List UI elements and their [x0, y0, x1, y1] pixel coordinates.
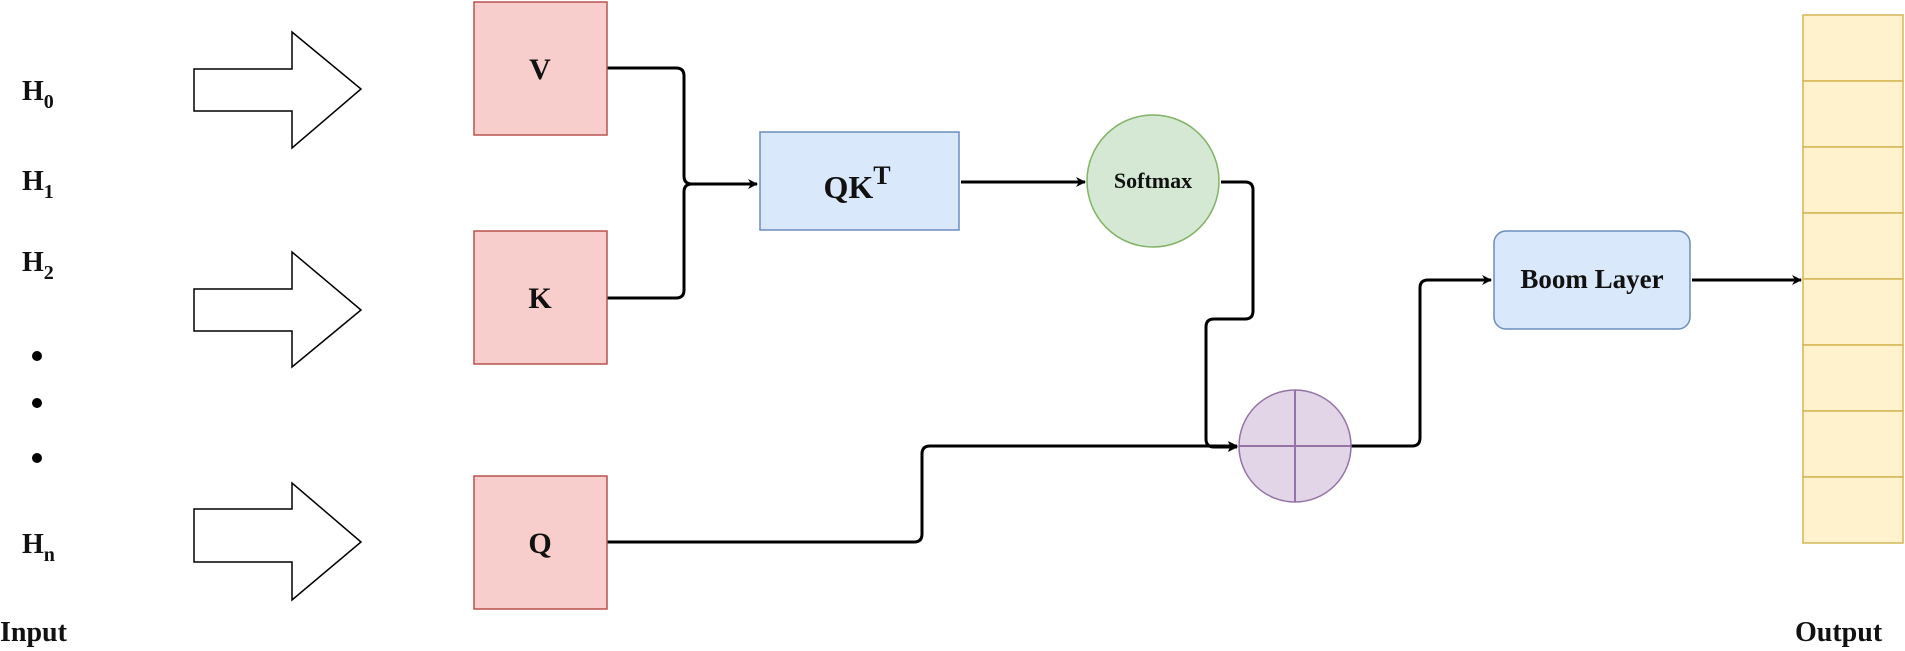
connector-v-to-qkt [607, 66, 758, 189]
key-node: K [473, 230, 608, 365]
ellipsis-dot [32, 398, 42, 408]
boom-layer-node: Boom Layer [1493, 230, 1691, 330]
softmax-node: Softmax [1086, 114, 1220, 248]
input-h0-label: H0 [22, 76, 54, 113]
output-cell [1802, 278, 1904, 346]
value-node: V [473, 1, 608, 136]
softmax-label: Softmax [1114, 168, 1192, 193]
output-cell [1802, 212, 1904, 280]
output-label: Output [1795, 617, 1883, 648]
connector-k-to-qkt [607, 182, 693, 300]
output-cell [1802, 476, 1904, 544]
softmax-circle [1086, 114, 1220, 248]
input-label: Input [0, 617, 68, 648]
boom-layer-box [1493, 230, 1691, 330]
query-box [473, 475, 608, 610]
input-arrow-icon [193, 250, 363, 369]
qkt-label: QKT [823, 161, 890, 205]
connector-softmax-to-sum [1204, 180, 1255, 452]
output-cell [1802, 80, 1904, 148]
query-label: Q [528, 527, 551, 560]
output-cell [1802, 410, 1904, 478]
input-h1-label: H1 [22, 166, 54, 203]
key-label: K [528, 282, 552, 315]
output-cell [1802, 146, 1904, 214]
input-arrow-icon [193, 30, 363, 150]
connector-q-to-sum [607, 441, 1238, 544]
boom-layer-label: Boom Layer [1520, 264, 1663, 294]
key-box [473, 230, 608, 365]
sum-node [1238, 389, 1352, 503]
input-h2-label: H2 [22, 247, 54, 284]
connector-sum-to-boom [1351, 275, 1492, 448]
value-label: V [529, 53, 551, 86]
query-node: Q [473, 475, 608, 610]
ellipsis-dot [32, 351, 42, 361]
output-cell [1802, 344, 1904, 412]
input-hn-label: Hn [22, 529, 55, 566]
output-cell [1802, 14, 1904, 82]
qkt-box [759, 131, 960, 231]
input-arrow-icon [193, 481, 363, 602]
value-box [473, 1, 608, 136]
qkt-node: QKT [759, 131, 960, 231]
ellipsis-dot [32, 453, 42, 463]
output-column [1802, 14, 1904, 544]
